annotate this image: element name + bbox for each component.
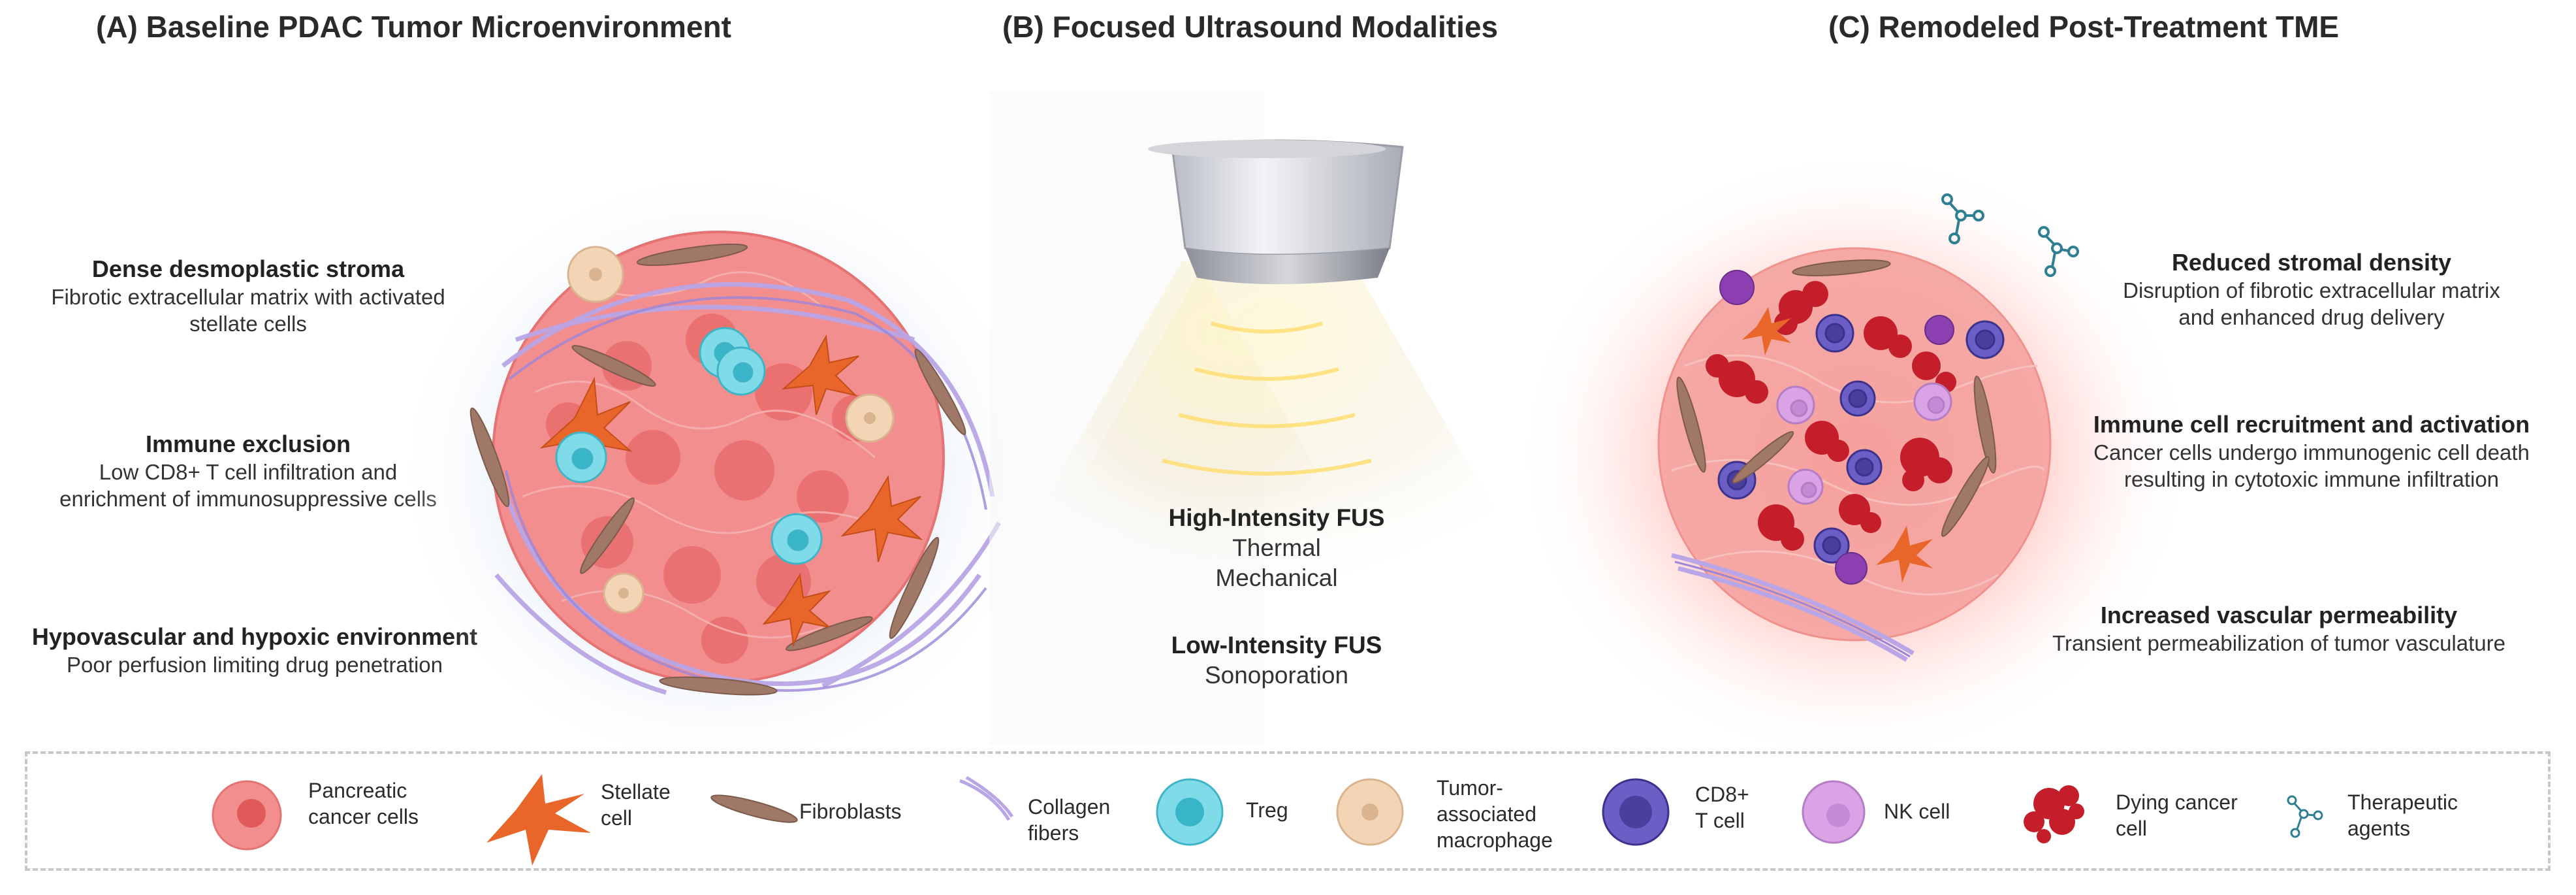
fibroblast-icon bbox=[710, 794, 798, 823]
panel-b-title: (B) Focused Ultrasound Modalities bbox=[1002, 10, 1499, 44]
feature-heading: Dense desmoplastic stroma bbox=[91, 255, 405, 282]
feature-reduced-stroma: Reduced stromal density Disruption of fi… bbox=[2090, 248, 2534, 331]
feature-line: Low CD8+ T cell infiltration and bbox=[99, 460, 398, 484]
nk-cell-icon bbox=[1802, 780, 1866, 844]
feature-line: enrichment of immunosuppressive cells bbox=[59, 487, 437, 511]
modality-line: Mechanical bbox=[1215, 564, 1338, 591]
feature-heading: Immune exclusion bbox=[145, 431, 351, 457]
modality-line: Sonoporation bbox=[1204, 662, 1349, 689]
legend-label-stellate: Stellate cell bbox=[601, 780, 671, 830]
feature-line: Poor perfusion limiting drug penetration bbox=[66, 653, 443, 677]
legend-label-fibroblasts: Fibroblasts bbox=[799, 800, 902, 823]
feature-line: and enhanced drug delivery bbox=[2178, 305, 2445, 329]
therapeutic-agent-icon bbox=[2287, 795, 2323, 838]
feature-line: Fibrotic extracellular matrix with activ… bbox=[51, 285, 445, 309]
legend bbox=[25, 751, 2551, 871]
feature-line: resulting in cytotoxic immune infiltrati… bbox=[2123, 467, 2500, 491]
legend-label-pancreatic: Pancreatic cancer cells bbox=[308, 779, 419, 828]
feature-dense-stroma: Dense desmoplastic stroma Fibrotic extra… bbox=[13, 255, 483, 337]
cd8-t-cell-icon bbox=[1602, 778, 1670, 846]
feature-hypovascular: Hypovascular and hypoxic environment Poo… bbox=[13, 623, 496, 678]
high-intensity-fus-label: High-Intensity FUS Thermal Mechanical bbox=[1120, 503, 1433, 593]
legend-label-nk: NK cell bbox=[1884, 800, 1950, 823]
feature-line: Disruption of fibrotic extracellular mat… bbox=[2123, 278, 2500, 302]
ultrasound-transducer-illustration bbox=[989, 91, 1495, 745]
feature-heading: Immune cell recruitment and activation bbox=[2093, 411, 2530, 438]
low-intensity-fus-label: Low-Intensity FUS Sonoporation bbox=[1120, 630, 1433, 691]
stellate-cell-icon bbox=[486, 774, 591, 866]
modality-line: Thermal bbox=[1232, 534, 1321, 561]
feature-heading: Reduced stromal density bbox=[2171, 249, 2452, 276]
panel-c-title: (C) Remodeled Post-Treatment TME bbox=[1828, 10, 2340, 44]
legend-label-macrophage: Tumor- associated macrophage bbox=[1437, 776, 1553, 852]
feature-heading: Increased vascular permeability bbox=[2100, 602, 2458, 628]
feature-line: Transient permeabilization of tumor vasc… bbox=[2052, 631, 2505, 655]
legend-label-cd8: CD8+ T cell bbox=[1695, 783, 1749, 832]
feature-line: Cancer cells undergo immunogenic cell de… bbox=[2093, 440, 2530, 464]
panel-a-title: (A) Baseline PDAC Tumor Microenvironment bbox=[96, 10, 731, 44]
legend-label-collagen: Collagen fibers bbox=[1028, 795, 1111, 845]
feature-immune-recruitment: Immune cell recruitment and activation C… bbox=[2063, 410, 2560, 493]
feature-line: stellate cells bbox=[189, 312, 307, 336]
remodeled-tumor-illustration bbox=[1515, 150, 2194, 764]
macrophage-icon bbox=[1336, 778, 1404, 846]
baseline-tumor-illustration bbox=[392, 163, 1045, 777]
modality-heading: High-Intensity FUS bbox=[1168, 504, 1385, 531]
legend-label-agents: Therapeutic agents bbox=[2347, 790, 2458, 840]
feature-immune-exclusion: Immune exclusion Low CD8+ T cell infiltr… bbox=[13, 430, 483, 512]
collagen-fiber-icon bbox=[959, 775, 1014, 821]
dying-cancer-cell-icon bbox=[2024, 785, 2084, 843]
pancreatic-cancer-cell-icon bbox=[212, 780, 282, 851]
feature-vascular-permeability: Increased vascular permeability Transien… bbox=[2031, 601, 2527, 657]
legend-label-treg: Treg bbox=[1246, 798, 1288, 822]
legend-label-dying: Dying cancer cell bbox=[2116, 790, 2238, 840]
feature-heading: Hypovascular and hypoxic environment bbox=[31, 623, 478, 650]
modality-heading: Low-Intensity FUS bbox=[1171, 632, 1382, 659]
treg-icon bbox=[1156, 778, 1224, 846]
